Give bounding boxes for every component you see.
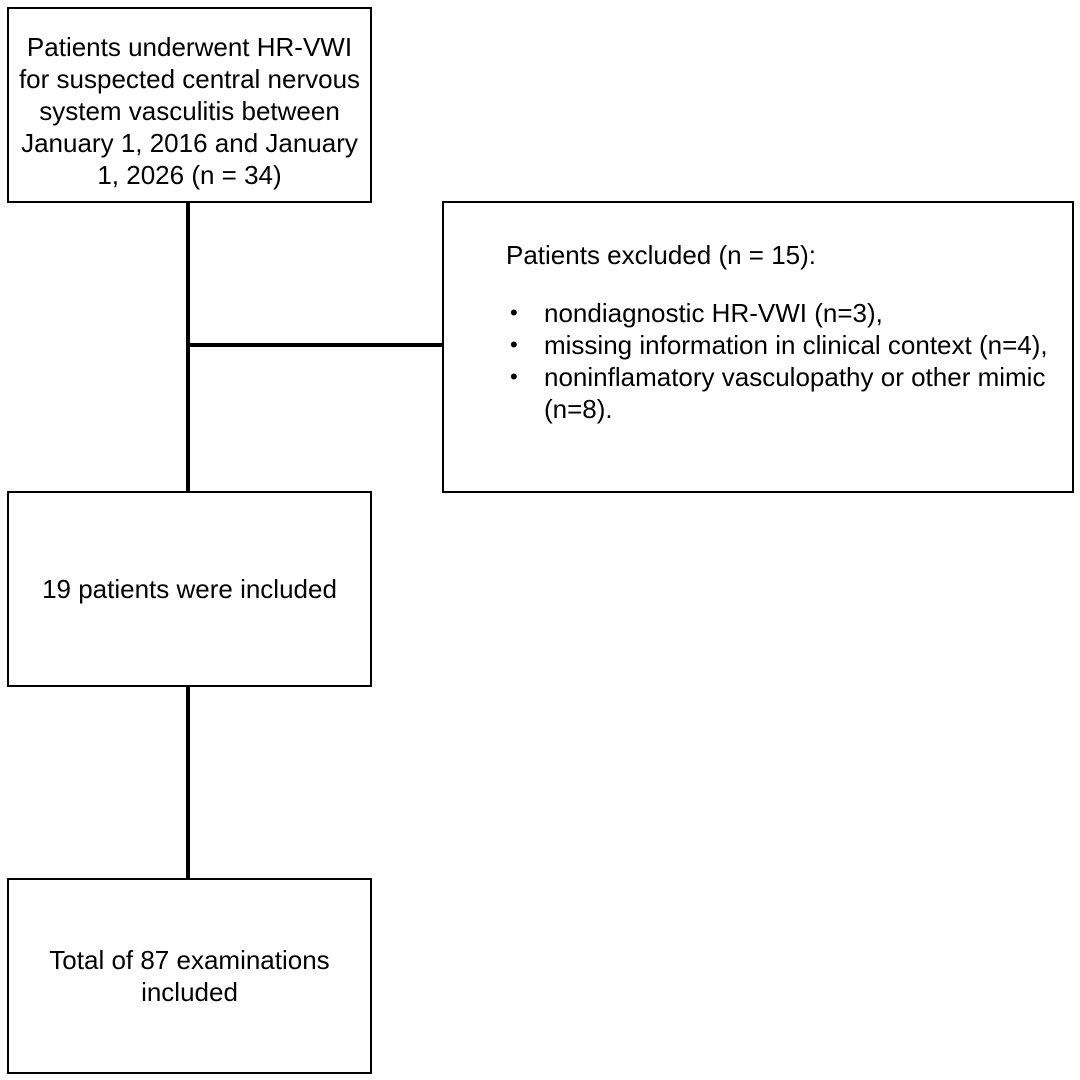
bullet-icon: •: [510, 332, 518, 357]
excluded-patients-title: Patients excluded (n = 15):: [506, 240, 817, 270]
exclusion-reason: • noninflamatory vasculopathy or other m…: [510, 361, 1062, 425]
connector-included-to-total: [186, 687, 190, 878]
bullet-icon: •: [510, 300, 518, 325]
exclusion-reasons-list: • nondiagnostic HR-VWI (n=3), • missing …: [506, 297, 1062, 425]
connector-to-excluded: [188, 343, 442, 347]
bullet-icon: •: [510, 364, 518, 389]
enrolled-patients-text: Patients underwent HR-VWI for suspected …: [18, 32, 361, 190]
connector-enrolled-to-included: [186, 203, 190, 491]
exclusion-reason-text: missing information in clinical context …: [544, 330, 1048, 360]
included-patients-text: 19 patients were included: [42, 574, 337, 604]
exclusion-reason: • missing information in clinical contex…: [510, 329, 1062, 361]
exclusion-reason-text: nondiagnostic HR-VWI (n=3),: [544, 298, 883, 328]
enrolled-patients-box: Patients underwent HR-VWI for suspected …: [7, 7, 372, 203]
included-patients-box: 19 patients were included: [7, 491, 372, 687]
exclusion-reason: • nondiagnostic HR-VWI (n=3),: [510, 297, 1062, 329]
total-examinations-text: Total of 87 examinations included: [49, 945, 330, 1007]
total-examinations-box: Total of 87 examinations included: [7, 878, 372, 1074]
exclusion-reason-text: noninflamatory vasculopathy or other mim…: [544, 362, 1046, 424]
excluded-patients-box: Patients excluded (n = 15): • nondiagnos…: [442, 201, 1074, 493]
